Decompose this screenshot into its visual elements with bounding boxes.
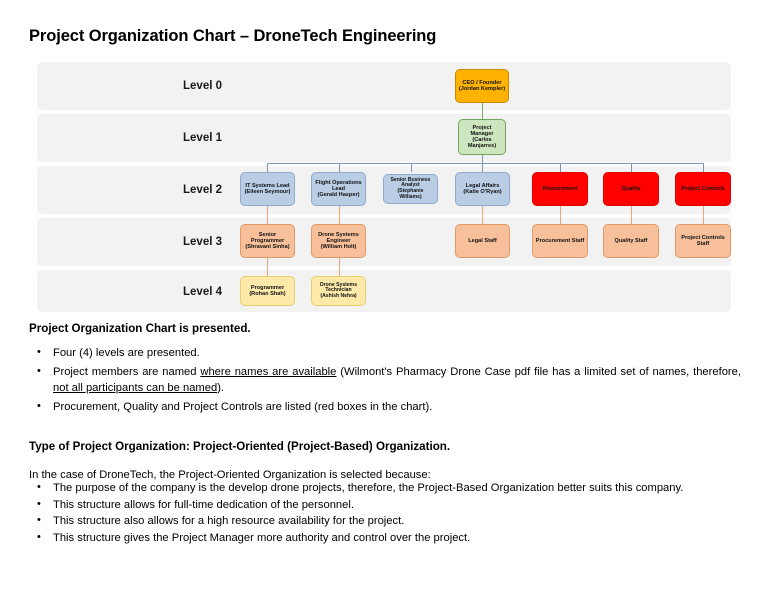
connector-l2-to-l3-2 xyxy=(339,206,340,224)
row-band-level-4 xyxy=(37,270,731,312)
node-title: CEO / Founder xyxy=(462,79,502,86)
connector-drop-l2-1 xyxy=(267,163,268,172)
node-procurement-staff[interactable]: Procurement Staff xyxy=(532,224,588,258)
connector-pm-down xyxy=(482,154,483,164)
section-heading-chart-presented: Project Organization Chart is presented. xyxy=(29,322,251,335)
bullet-text: Procurement, Quality and Project Control… xyxy=(53,400,433,413)
node-title: Flight Operations Lead xyxy=(315,179,362,192)
bullet-text-underlined: where names are available xyxy=(200,365,337,378)
page-title: Project Organization Chart – DroneTech E… xyxy=(29,27,437,45)
node-title: Project Manager xyxy=(470,124,494,137)
node-title: IT Systems Lead xyxy=(245,182,290,189)
connector-ceo-to-pm xyxy=(482,102,483,120)
row-band-level-0 xyxy=(37,62,731,110)
node-flight-operations-lead[interactable]: Flight Operations Lead (Gerald Hasper) xyxy=(311,172,366,206)
node-person: (Eileen Seymour) xyxy=(244,189,291,195)
connector-l3-to-l4-1 xyxy=(267,258,268,276)
section-heading-org-type: Type of Project Organization: Project-Or… xyxy=(29,439,451,453)
node-person: (Shravani Sinha) xyxy=(245,244,290,251)
node-programmer[interactable]: Programmer (Rohan Shah) xyxy=(240,276,295,306)
node-title: Drone Systems Engineer xyxy=(318,231,359,244)
list-item: This structure allows for full-time dedi… xyxy=(29,497,741,514)
node-quality-staff[interactable]: Quality Staff xyxy=(603,224,659,258)
bullet-text-underlined: not all participants can be named xyxy=(53,381,218,394)
node-person: (Rohan Shah) xyxy=(249,291,286,297)
list-item: Project members are named where names ar… xyxy=(29,364,741,397)
node-person: (William Holt) xyxy=(320,244,357,251)
list-item: This structure also allows for a high re… xyxy=(29,513,741,530)
node-drone-systems-engineer[interactable]: Drone Systems Engineer (William Holt) xyxy=(311,224,366,258)
list-item: This structure gives the Project Manager… xyxy=(29,530,741,547)
node-ceo-founder[interactable]: CEO / Founder (Jordan Kempler) xyxy=(455,69,509,103)
bullet-text: This structure also allows for a high re… xyxy=(53,515,405,528)
node-project-controls-staff[interactable]: Project Controls Staff xyxy=(675,224,731,258)
bullet-list-chart-notes: Four (4) levels are presented. Project m… xyxy=(29,345,741,416)
connector-level2-bus xyxy=(267,163,703,164)
node-person: (Jordan Kempler) xyxy=(458,86,506,92)
bullet-text: The purpose of the company is the develo… xyxy=(53,481,684,494)
connector-drop-l2-4 xyxy=(482,163,483,172)
connector-drop-l2-6 xyxy=(631,163,632,172)
bullet-text: Four (4) levels are presented. xyxy=(53,347,200,359)
node-it-systems-lead[interactable]: IT Systems Lead (Eileen Seymour) xyxy=(240,172,295,206)
node-legal-staff[interactable]: Legal Staff xyxy=(455,224,510,258)
connector-l2-to-l3-5 xyxy=(631,206,632,224)
node-title: Project Controls xyxy=(681,185,725,192)
connector-drop-l2-3 xyxy=(411,163,412,172)
connector-l2-to-l3-4 xyxy=(560,206,561,224)
row-label-level-1: Level 1 xyxy=(183,132,222,144)
paragraph-org-type-intro: In the case of DroneTech, the Project-Or… xyxy=(29,468,431,481)
node-person: (Carlos Manjarres) xyxy=(467,137,497,150)
node-person: (Ashish Nehra) xyxy=(320,292,357,299)
connector-l2-to-l3-1 xyxy=(267,206,268,224)
node-title: Project Controls Staff xyxy=(681,234,725,247)
node-project-controls[interactable]: Project Controls xyxy=(675,172,731,206)
connector-l2-to-l3-6 xyxy=(703,206,704,224)
node-project-manager[interactable]: Project Manager (Carlos Manjarres) xyxy=(458,119,506,155)
row-label-level-4: Level 4 xyxy=(183,286,222,298)
connector-drop-l2-2 xyxy=(339,163,340,172)
node-senior-business-analyst[interactable]: Senior Business Analyst (Stephanie Willi… xyxy=(383,174,438,204)
connector-drop-l2-5 xyxy=(560,163,561,172)
body-copy: Project Organization Chart is presented.… xyxy=(29,322,741,548)
node-title: Legal Staff xyxy=(468,237,497,244)
node-person: (Katie O'Ryan) xyxy=(463,189,502,195)
bullet-text-part: Project members are named xyxy=(53,365,201,378)
node-legal-affairs[interactable]: Legal Affairs (Katie O'Ryan) xyxy=(455,172,510,206)
node-title: Procurement xyxy=(542,185,578,192)
node-title: Legal Affairs xyxy=(465,182,500,189)
connector-l3-to-l4-2 xyxy=(339,258,340,276)
bullet-list-org-reasons: The purpose of the company is the develo… xyxy=(29,480,741,548)
node-person: (Stephanie Williams) xyxy=(397,188,424,200)
node-procurement[interactable]: Procurement xyxy=(532,172,588,206)
row-label-level-3: Level 3 xyxy=(183,236,222,248)
connector-drop-l2-7 xyxy=(703,163,704,172)
node-drone-systems-technician[interactable]: Drone Systems Technician (Ashish Nehra) xyxy=(311,276,366,306)
node-quality[interactable]: Quality xyxy=(603,172,659,206)
row-label-level-2: Level 2 xyxy=(183,184,222,196)
list-item: The purpose of the company is the develo… xyxy=(29,480,741,497)
node-title: Drone Systems Technician xyxy=(319,281,358,294)
bullet-text: This structure allows for full-time dedi… xyxy=(53,498,354,511)
bullet-text-part: ). xyxy=(217,381,225,394)
node-title: Procurement Staff xyxy=(535,237,585,244)
node-title: Senior Business Analyst xyxy=(390,176,431,189)
row-band-level-1 xyxy=(37,114,731,162)
node-title: Quality xyxy=(621,185,641,192)
list-item: Procurement, Quality and Project Control… xyxy=(29,399,741,416)
node-title: Senior Programmer xyxy=(250,231,285,244)
node-senior-programmer[interactable]: Senior Programmer (Shravani Sinha) xyxy=(240,224,295,258)
connector-l2-to-l3-3 xyxy=(482,206,483,224)
bullet-text-part: (Wilmont's Pharmacy Drone Case pdf file … xyxy=(336,365,741,378)
node-title: Quality Staff xyxy=(614,237,648,244)
node-title: Programmer xyxy=(250,284,285,291)
list-item: Four (4) levels are presented. xyxy=(29,345,741,362)
org-chart: Level 0 Level 1 Level 2 Level 3 Level 4 … xyxy=(37,62,731,312)
bullet-text: This structure gives the Project Manager… xyxy=(53,532,471,545)
node-person: (Gerald Hasper) xyxy=(317,192,360,199)
row-label-level-0: Level 0 xyxy=(183,80,222,92)
